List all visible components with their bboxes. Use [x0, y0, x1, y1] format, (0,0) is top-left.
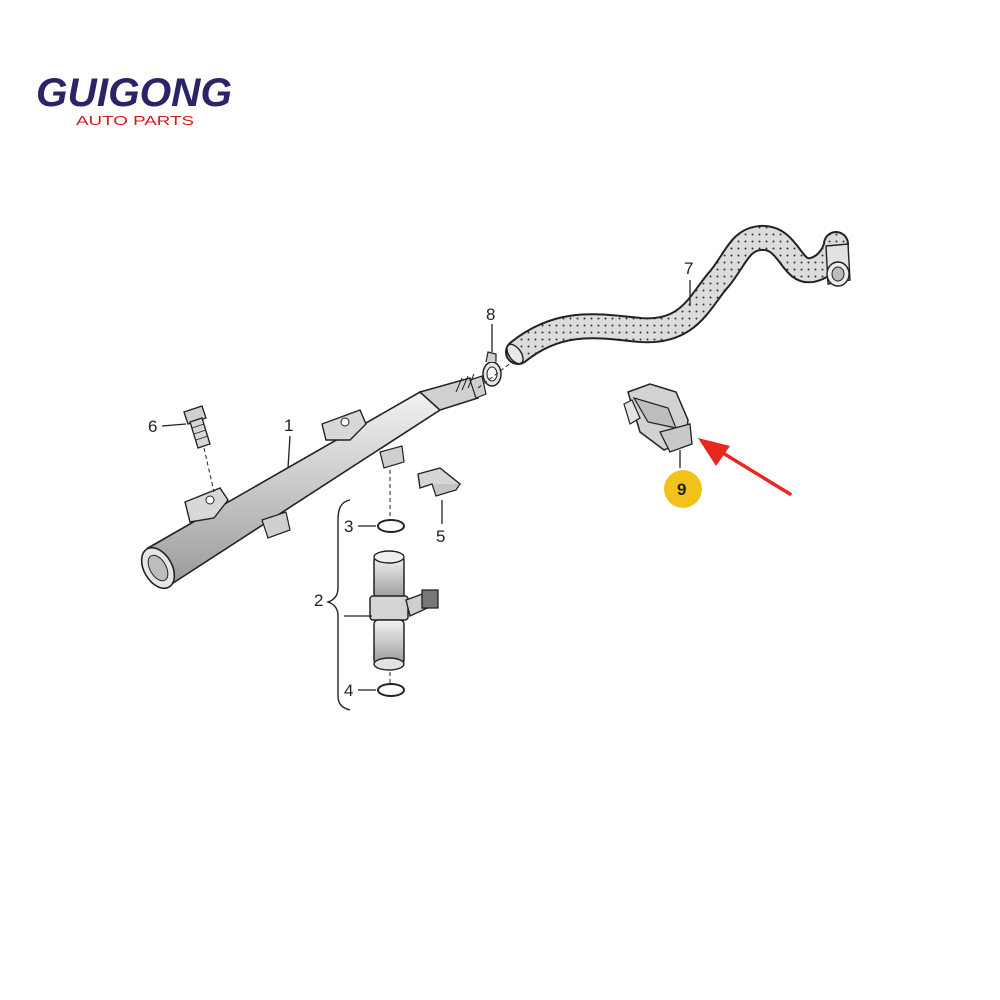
callout-7: 7 — [684, 259, 693, 278]
fuel-rail — [140, 373, 487, 590]
group-bracket-2 — [325, 499, 351, 711]
callout-9: 9 — [677, 480, 686, 499]
leader-line-1 — [287, 435, 291, 469]
clamp-axis — [477, 361, 513, 389]
hose-clamp — [482, 351, 502, 387]
callout-4: 4 — [344, 681, 353, 700]
bolt-axis — [203, 447, 215, 493]
brand-logo: GUIGONG AUTO PARTS — [36, 71, 232, 128]
brand-tagline: AUTO PARTS — [76, 113, 194, 128]
leader-line-6 — [161, 423, 187, 427]
callout-8: 8 — [486, 305, 495, 324]
brand-name: GUIGONG — [36, 71, 232, 115]
fuel-hose — [505, 225, 851, 365]
callout-6: 6 — [148, 417, 157, 436]
sensor-bracket — [623, 383, 693, 453]
red-arrow-icon — [698, 438, 792, 496]
fuel-injector — [369, 550, 439, 671]
callout-1: 1 — [284, 416, 293, 435]
callout-3: 3 — [344, 517, 353, 536]
o-ring-upper — [377, 519, 405, 533]
retaining-clip — [417, 467, 462, 497]
highlight-badge-9 — [664, 470, 702, 508]
bolt — [183, 405, 211, 449]
callout-5: 5 — [436, 527, 445, 546]
callout-2: 2 — [314, 591, 323, 610]
o-ring-lower — [377, 683, 405, 697]
